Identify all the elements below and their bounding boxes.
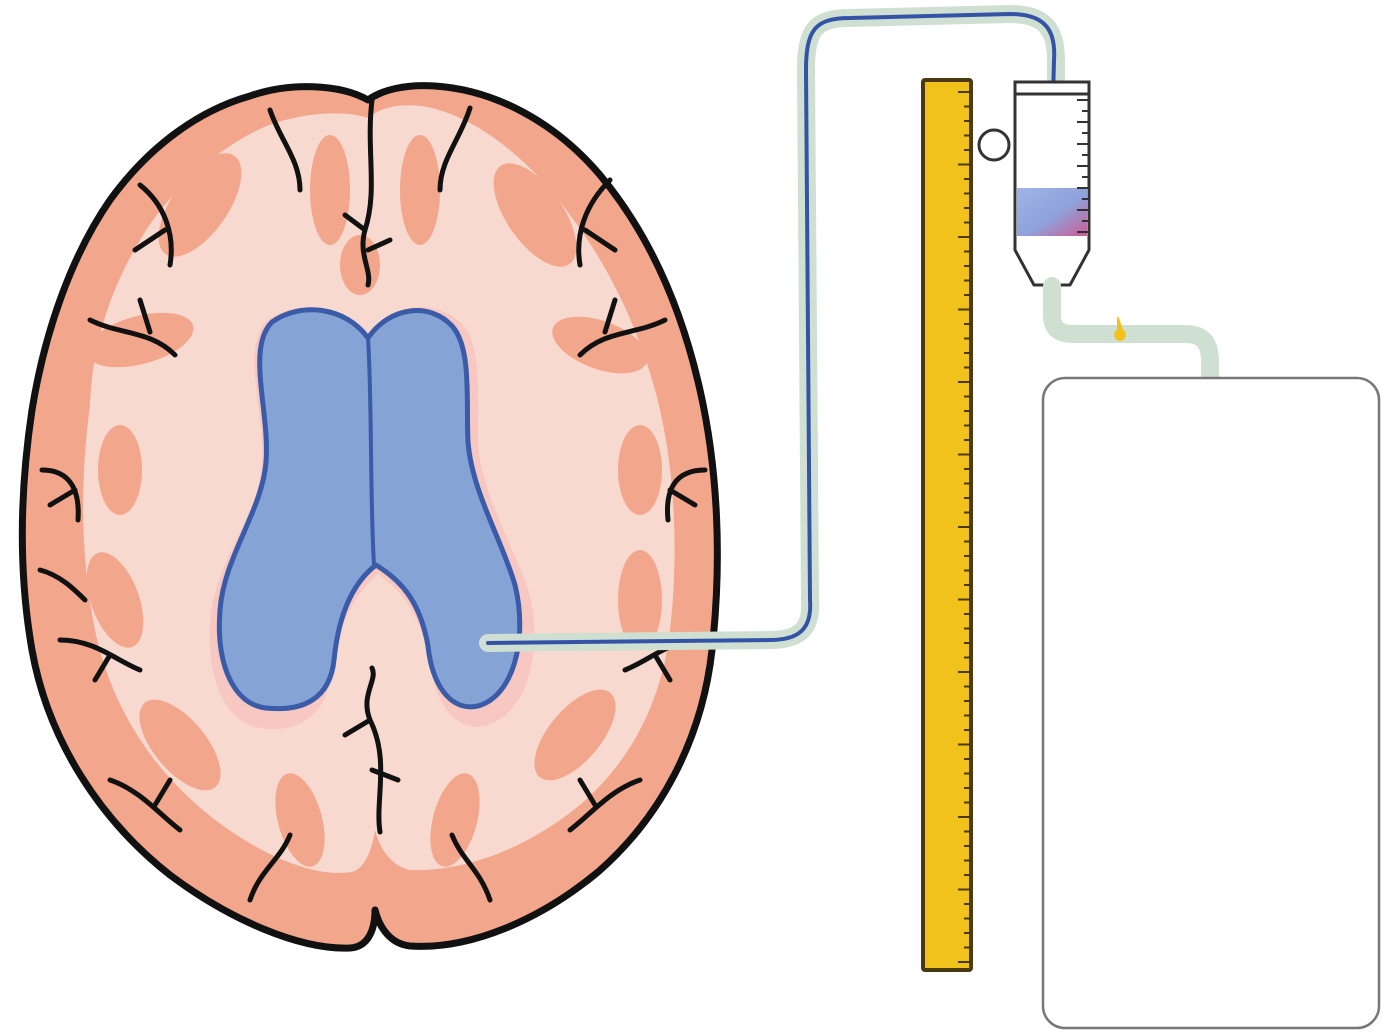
drainage-bag bbox=[1043, 378, 1379, 1028]
csf-level bbox=[1017, 188, 1087, 236]
drainage-tubing bbox=[1052, 286, 1210, 380]
drip-chamber-body bbox=[1015, 86, 1089, 285]
measuring-scale bbox=[923, 80, 971, 970]
drip-chamber bbox=[1015, 82, 1089, 285]
clamp-ring-icon bbox=[979, 130, 1009, 160]
brain-section bbox=[22, 86, 717, 948]
scale-bar bbox=[923, 80, 971, 970]
drip-chamber-cap bbox=[1015, 82, 1089, 94]
